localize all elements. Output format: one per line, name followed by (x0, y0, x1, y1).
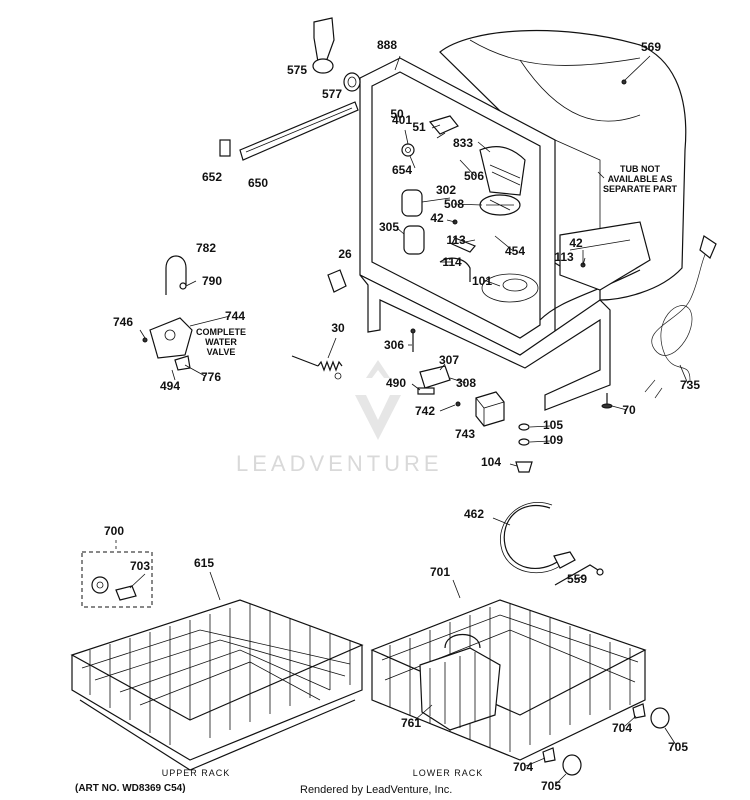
part-number-p744: 744 (225, 309, 245, 323)
lower-rack-caption: LOWER RACK (413, 768, 484, 778)
part-number-p494: 494 (160, 379, 180, 393)
part-number-p650: 650 (248, 176, 268, 190)
valve-note-line-1: COMPLETE (196, 327, 246, 337)
valve-note: COMPLETE WATER VALVE (196, 327, 246, 357)
part-number-p746: 746 (113, 315, 133, 329)
part-number-p776: 776 (201, 370, 221, 384)
part-number-p742: 742 (415, 404, 435, 418)
part-number-p305: 305 (379, 220, 399, 234)
tub-assembly (359, 30, 687, 411)
part-number-p761: 761 (401, 716, 421, 730)
watermark: LEADVENTURE (236, 360, 443, 476)
part-number-p30: 30 (331, 321, 345, 335)
tub-note-line-2: AVAILABLE AS (608, 174, 673, 184)
part-number-p113a: 113 (446, 233, 466, 247)
tub-note: TUB NOT AVAILABLE AS SEPARATE PART (597, 164, 678, 194)
part-number-p506: 506 (464, 169, 484, 183)
valve-note-line-3: VALVE (207, 347, 236, 357)
part-number-p833: 833 (453, 136, 473, 150)
part-number-p888: 888 (377, 38, 397, 52)
upper-rack (70, 599, 364, 771)
part-number-p782: 782 (196, 241, 216, 255)
part-number-p307: 307 (439, 353, 459, 367)
leader-lines (129, 55, 689, 785)
valve-note-line-2: WATER (205, 337, 237, 347)
part-number-p508: 508 (444, 197, 464, 211)
part-number-p701: 701 (430, 565, 450, 579)
part-number-p26: 26 (338, 247, 352, 261)
part-number-p569: 569 (641, 40, 661, 54)
part-number-p704b: 704 (513, 760, 533, 774)
part-number-p652: 652 (202, 170, 222, 184)
part-number-p462: 462 (464, 507, 484, 521)
part-number-p302: 302 (436, 183, 456, 197)
part-number-p654: 654 (392, 163, 412, 177)
drain-hoses (500, 502, 604, 586)
tub-note-line-3: SEPARATE PART (603, 184, 678, 194)
part-number-p703: 703 (130, 559, 150, 573)
upper-rack-caption: UPPER RACK (162, 768, 231, 778)
part-number-p704a: 704 (612, 721, 632, 735)
part-number-p401: 401 (392, 113, 412, 127)
part-number-p42a: 42 (430, 211, 444, 225)
part-number-p615: 615 (194, 556, 214, 570)
part-number-p705b: 705 (541, 779, 561, 793)
part-number-p490: 490 (386, 376, 406, 390)
watermark-text: LEADVENTURE (236, 451, 443, 476)
part-number-p575: 575 (287, 63, 307, 77)
art-number: (ART NO. WD8369 C54) (75, 783, 186, 794)
loose-parts (142, 17, 717, 473)
part-number-p109: 109 (543, 433, 563, 447)
group-700 (81, 540, 153, 608)
part-number-p705a: 705 (668, 740, 688, 754)
part-number-p105: 105 (543, 418, 563, 432)
part-number-p743: 743 (455, 427, 475, 441)
part-number-p51: 51 (412, 120, 426, 134)
part-number-p735: 735 (680, 378, 700, 392)
part-number-p104: 104 (481, 455, 501, 469)
part-number-p101: 101 (472, 274, 492, 288)
tub-note-line-1: TUB NOT (620, 164, 660, 174)
part-number-p700: 700 (104, 524, 124, 538)
part-number-p70: 70 (622, 403, 636, 417)
part-number-p454: 454 (505, 244, 525, 258)
part-number-p42b: 42 (569, 236, 583, 250)
part-number-p559: 559 (567, 572, 587, 586)
footer-credit: Rendered by LeadVenture, Inc. (300, 784, 452, 796)
lower-rack (370, 599, 670, 776)
part-number-p790: 790 (202, 274, 222, 288)
part-number-p114: 114 (442, 255, 462, 269)
part-number-p308: 308 (456, 376, 476, 390)
part-number-p306: 306 (384, 338, 404, 352)
part-number-p577: 577 (322, 87, 342, 101)
part-number-p113b: 113 (554, 250, 574, 264)
part-number-p50: 50 (390, 107, 404, 121)
